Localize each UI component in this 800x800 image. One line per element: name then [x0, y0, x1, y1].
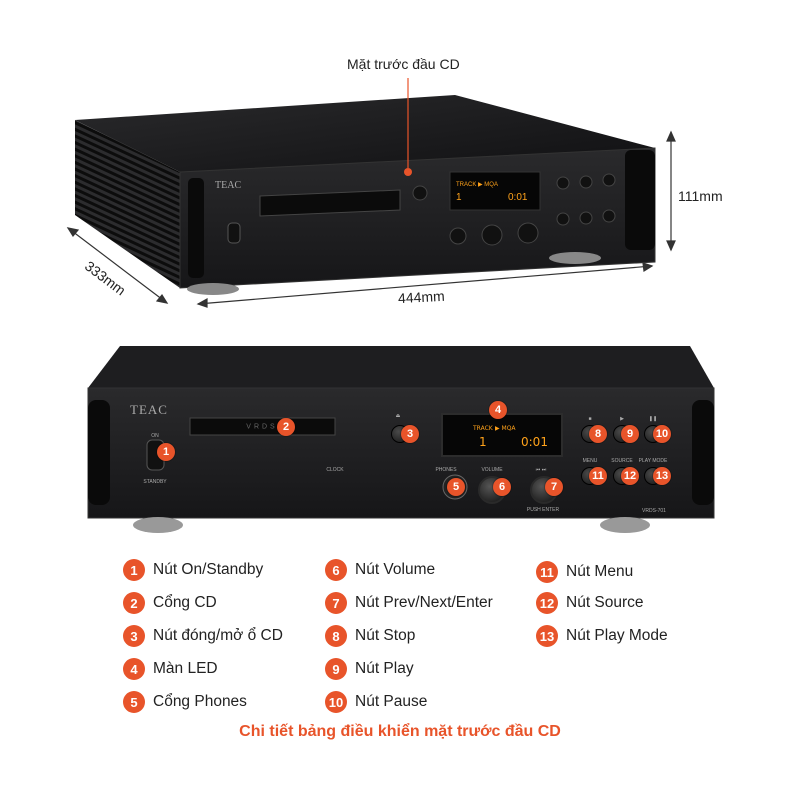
callout-12: 12 — [621, 467, 639, 485]
caption-marker — [404, 168, 412, 176]
slot-logo: VRDS — [246, 423, 278, 431]
top-view-device: TRACK ▶ MQA 1 0:01 TEAC — [66, 78, 676, 308]
callout-4: 4 — [489, 401, 507, 419]
play-symbol: ▶ — [620, 416, 624, 422]
footer-title: Chi tiết bảng điều khiển mặt trước đầu C… — [239, 723, 561, 740]
top-display-line1: TRACK ▶ MQA — [456, 182, 498, 188]
display-time: 0:01 — [521, 435, 548, 449]
legend-label: Nút Menu — [566, 563, 634, 580]
callout-5: 5 — [447, 478, 465, 496]
legend-item: 13 Nút Play Mode — [536, 625, 668, 647]
legend-number: 13 — [536, 625, 558, 647]
callout-2: 2 — [277, 418, 295, 436]
menu-label: MENU — [582, 458, 598, 464]
legend-item: 3 Nút đóng/mở ổ CD — [123, 625, 283, 647]
push-enter-label: PUSH ENTER — [526, 507, 560, 513]
legend-label: Nút Source — [566, 594, 644, 611]
callout-10: 10 — [653, 425, 671, 443]
legend-label: Nút Prev/Next/Enter — [355, 594, 493, 611]
legend-number: 4 — [123, 658, 145, 680]
legend-label: Nút Pause — [355, 693, 428, 710]
standby-label: STANDBY — [143, 479, 167, 485]
legend-number: 9 — [325, 658, 347, 680]
stop-symbol: ■ — [588, 416, 592, 422]
heatsink-fins — [75, 120, 180, 288]
legend-item: 2 Cổng CD — [123, 592, 217, 614]
width-dimension: 444mm — [397, 287, 446, 307]
on-label: ON — [151, 433, 159, 439]
clock-label: CLOCK — [326, 467, 344, 473]
top-brand: TEAC — [215, 180, 241, 191]
callout-8: 8 — [589, 425, 607, 443]
source-label: SOURCE — [611, 458, 633, 464]
legend-item: 5 Cổng Phones — [123, 691, 247, 713]
legend-label: Nút Play Mode — [566, 627, 668, 644]
display-mode: ▶ MQA — [495, 425, 516, 432]
front-brand: TEAC — [130, 402, 168, 417]
volume-label: VOLUME — [481, 467, 503, 473]
legend-item: 10 Nút Pause — [325, 691, 427, 713]
callout-3: 3 — [401, 425, 419, 443]
legend-label: Nút On/Standby — [153, 561, 264, 578]
display-track-number: 1 — [479, 435, 487, 449]
legend-number: 1 — [123, 559, 145, 581]
legend-number: 6 — [325, 559, 347, 581]
top-display-track: 1 — [456, 192, 462, 203]
phones-label: PHONES — [435, 467, 457, 473]
height-dimension: 111mm — [678, 188, 723, 204]
legend-label: Cổng Phones — [153, 693, 247, 710]
front-view-device — [87, 346, 715, 533]
legend-item: 8 Nút Stop — [325, 625, 415, 647]
legend-item: 9 Nút Play — [325, 658, 414, 680]
legend-item: 6 Nút Volume — [325, 559, 435, 581]
display-track-label: TRACK — [473, 425, 493, 432]
top-view-caption: Mặt trước đầu CD — [347, 56, 460, 72]
legend-number: 11 — [536, 561, 558, 583]
legend-number: 8 — [325, 625, 347, 647]
legend-number: 3 — [123, 625, 145, 647]
led-display: TRACK ▶ MQA 1 0:01 — [441, 413, 563, 457]
legend-number: 2 — [123, 592, 145, 614]
legend-label: Nút Volume — [355, 561, 436, 578]
legend-item: 7 Nút Prev/Next/Enter — [325, 592, 493, 614]
legend-item: 11 Nút Menu — [536, 561, 633, 583]
pause-symbol: ❚❚ — [648, 416, 658, 422]
legend-label: Nút đóng/mở ổ CD — [153, 627, 283, 644]
callout-7: 7 — [545, 478, 563, 496]
play-mode-label: PLAY MODE — [638, 458, 668, 464]
callout-9: 9 — [621, 425, 639, 443]
prev-next-label: ⏮ ⏭ — [535, 467, 547, 473]
legend-item: 12 Nút Source — [536, 592, 644, 614]
legend-number: 10 — [325, 691, 347, 713]
model-label: VRDS-701 — [642, 508, 666, 514]
callout-1: 1 — [157, 443, 175, 461]
device-top-face — [75, 95, 655, 172]
legend-label: Cổng CD — [153, 594, 217, 611]
callout-6: 6 — [493, 478, 511, 496]
legend-label: Nút Play — [355, 660, 414, 677]
callout-11: 11 — [589, 467, 607, 485]
top-display-time: 0:01 — [508, 192, 528, 203]
legend-number: 12 — [536, 592, 558, 614]
legend-item: 4 Màn LED — [123, 658, 218, 680]
callout-13: 13 — [653, 467, 671, 485]
legend-label: Màn LED — [153, 660, 218, 677]
legend-number: 5 — [123, 691, 145, 713]
legend-item: 1 Nút On/Standby — [123, 559, 263, 581]
legend-label: Nút Stop — [355, 627, 416, 644]
eject-symbol: ⏏ — [395, 413, 401, 419]
legend-number: 7 — [325, 592, 347, 614]
